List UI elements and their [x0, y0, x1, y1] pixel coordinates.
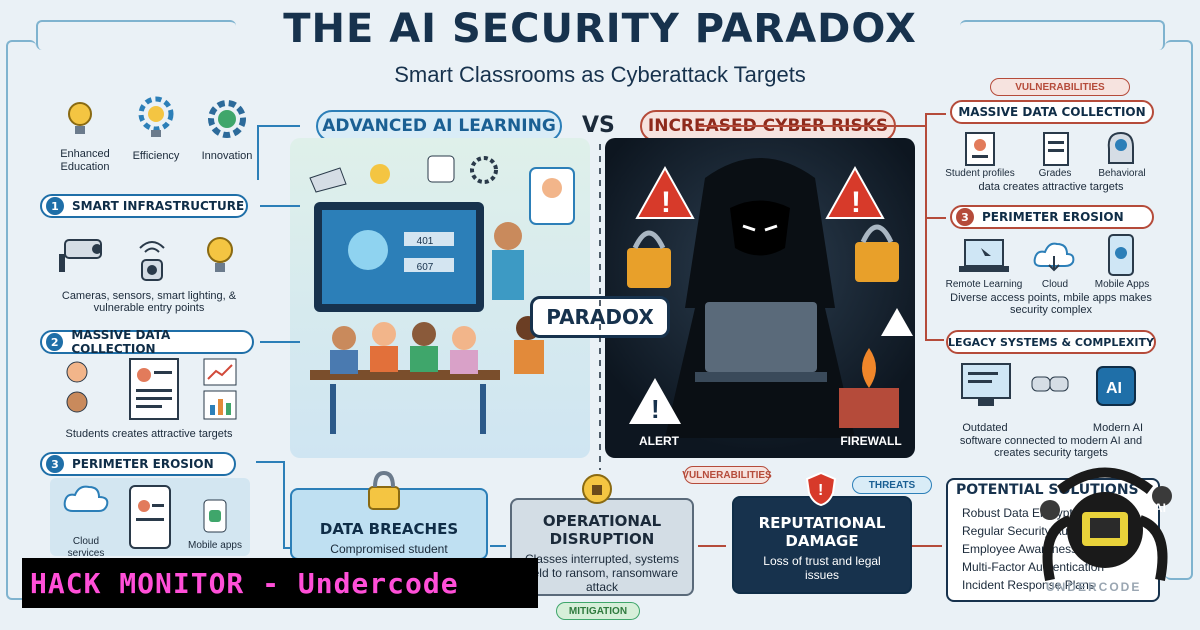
- paradox-label: PARADOX: [530, 296, 670, 338]
- connector-icon: [1030, 372, 1070, 396]
- undercode-watermark: UNDERCODE: [1046, 580, 1142, 594]
- remote-learning-label: Remote Learning: [945, 279, 1023, 290]
- section-legacy-systems: LEGACY SYSTEMS & COMPLEXITY: [946, 330, 1156, 354]
- student-profile-icon: [962, 130, 998, 168]
- modern-ai-chip-icon: AI: [1090, 358, 1142, 414]
- outdated-label: Outdated: [962, 422, 1008, 434]
- svg-text:!: !: [651, 394, 660, 424]
- card-text: Classes interrupted, systems held to ran…: [524, 552, 680, 594]
- cloud-services-label: Cloud services: [67, 536, 105, 559]
- section-smart-infrastructure: 1 SMART INFRASTRUCTURE: [40, 194, 248, 218]
- sensor-icon: [130, 232, 174, 284]
- tablet-profile-icon: [126, 482, 174, 552]
- shield-alert-icon: !: [804, 470, 838, 508]
- screen-chip-b: 607: [416, 262, 434, 273]
- section-title: LEGACY SYSTEMS & COMPLEXITY: [948, 335, 1154, 349]
- section-perimeter-erosion-right: 3 PERIMETER EROSION: [950, 205, 1154, 229]
- massive-data-right-caption: data creates attractive targets: [978, 181, 1124, 193]
- chart-doc-icon: [200, 356, 240, 422]
- modern-ai-label: Modern AI: [1092, 422, 1144, 434]
- outdated-monitor-icon: [958, 360, 1014, 412]
- grades-label: Grades: [1038, 168, 1072, 179]
- circuit-frame-top-right: [960, 20, 1165, 50]
- android-app-icon: [200, 496, 230, 536]
- firewall-label: FIREWALL: [840, 434, 902, 448]
- svg-text:!: !: [818, 482, 823, 499]
- screen-chip-a: 401: [416, 236, 434, 247]
- page-title: THE AI SECURITY PARADOX: [283, 6, 917, 52]
- vulnerabilities-tag-top: VULNERABILITIES: [990, 78, 1130, 96]
- operational-disruption-card: OPERATIONAL DISRUPTION Classes interrupt…: [510, 498, 694, 596]
- cloud-icon-right: [1030, 236, 1078, 276]
- section-number: 3: [46, 455, 64, 473]
- vs-label: VS: [582, 113, 615, 138]
- security-camera-icon: [54, 232, 110, 276]
- card-title: OPERATIONAL DISRUPTION: [542, 512, 662, 548]
- advanced-ai-learning-label: ADVANCED AI LEARNING: [316, 110, 562, 142]
- innovation-gear-icon: [205, 96, 249, 142]
- section-title: MASSIVE DATA COLLECTION: [71, 328, 171, 356]
- gear-bulb-icon: [135, 94, 177, 142]
- cloud-icon: [60, 480, 112, 516]
- legacy-systems-caption: software connected to modern AI and crea…: [959, 435, 1143, 459]
- section-title: MASSIVE DATA COLLECTION: [958, 105, 1146, 119]
- mobile-apps-phone-icon: [1104, 232, 1138, 278]
- svg-text:AI: AI: [1154, 501, 1166, 515]
- card-title: REPUTATIONAL DAMAGE: [758, 514, 886, 550]
- section-perimeter-erosion-left: 3 PERIMETER EROSION: [40, 452, 236, 476]
- ransom-lock-icon: [580, 470, 614, 508]
- card-title: DATA BREACHES: [319, 520, 459, 538]
- benefit-enhanced-education: Enhanced Education: [60, 148, 110, 173]
- circuit-frame-right: [1165, 40, 1193, 580]
- svg-text:AI: AI: [1106, 380, 1122, 397]
- card-text: Compromised student: [330, 542, 448, 556]
- lightbulb-icon: [62, 98, 98, 142]
- section-number: 3: [956, 208, 974, 226]
- vulnerabilities-tag-bottom: VULNERABILITIES: [682, 466, 772, 484]
- smart-lighting-icon: [200, 232, 240, 280]
- padlock-icon: [364, 470, 404, 512]
- hacker-robot-mascot-icon: AI: [1030, 460, 1180, 600]
- page-subtitle: Smart Classrooms as Cyberattack Targets: [394, 62, 806, 87]
- student-profile-doc-icon: [124, 356, 184, 422]
- section-massive-data-collection-right: MASSIVE DATA COLLECTION: [950, 100, 1154, 124]
- benefit-efficiency: Efficiency: [132, 150, 180, 162]
- solution-item: Multi-Factor Authentication: [962, 560, 1105, 574]
- cloud-label: Cloud: [1041, 279, 1069, 290]
- benefit-innovation: Innovation: [201, 150, 253, 162]
- solution-item: Incident Response Plans: [962, 578, 1095, 592]
- alert-label: ALERT: [639, 434, 679, 448]
- card-text: Loss of trust and legal issues: [763, 554, 881, 582]
- ai-classroom-illustration: 401 607: [290, 138, 590, 458]
- circuit-frame-left: [6, 40, 36, 600]
- smart-infrastructure-caption: Cameras, sensors, smart lighting, & vuln…: [61, 290, 237, 314]
- section-number: 1: [46, 197, 64, 215]
- section-number: 2: [46, 333, 64, 351]
- section-title: SMART INFRASTRUCTURE: [72, 199, 245, 213]
- student-avatar-icon: [60, 360, 94, 420]
- section-title: PERIMETER EROSION: [982, 210, 1124, 224]
- massive-data-caption: Students creates attractive targets: [65, 428, 233, 440]
- reputational-damage-card: REPUTATIONAL DAMAGE Loss of trust and le…: [732, 496, 912, 594]
- mitigation-tag: MITIGATION: [556, 602, 640, 620]
- svg-text:!: !: [661, 186, 671, 219]
- mobile-apps-right-label: Mobile Apps: [1094, 279, 1150, 290]
- circuit-frame-top-left: [36, 20, 236, 50]
- threats-tag: THREATS: [852, 476, 932, 494]
- hack-monitor-banner: HACK MONITOR - Undercode: [22, 558, 538, 608]
- grades-doc-icon: [1040, 130, 1072, 168]
- behavioral-head-icon: [1102, 128, 1138, 168]
- section-massive-data-collection: 2 MASSIVE DATA COLLECTION: [40, 328, 254, 356]
- perimeter-erosion-right-caption: Diverse access points, mbile apps makes …: [950, 292, 1152, 316]
- mobile-apps-label: Mobile apps: [188, 540, 242, 551]
- section-title: PERIMETER EROSION: [72, 457, 214, 471]
- remote-learning-laptop-icon: [958, 236, 1010, 276]
- behavioral-label: Behavioral: [1098, 168, 1146, 179]
- student-profiles-label: Student profiles: [945, 168, 1015, 179]
- svg-text:!: !: [851, 186, 861, 219]
